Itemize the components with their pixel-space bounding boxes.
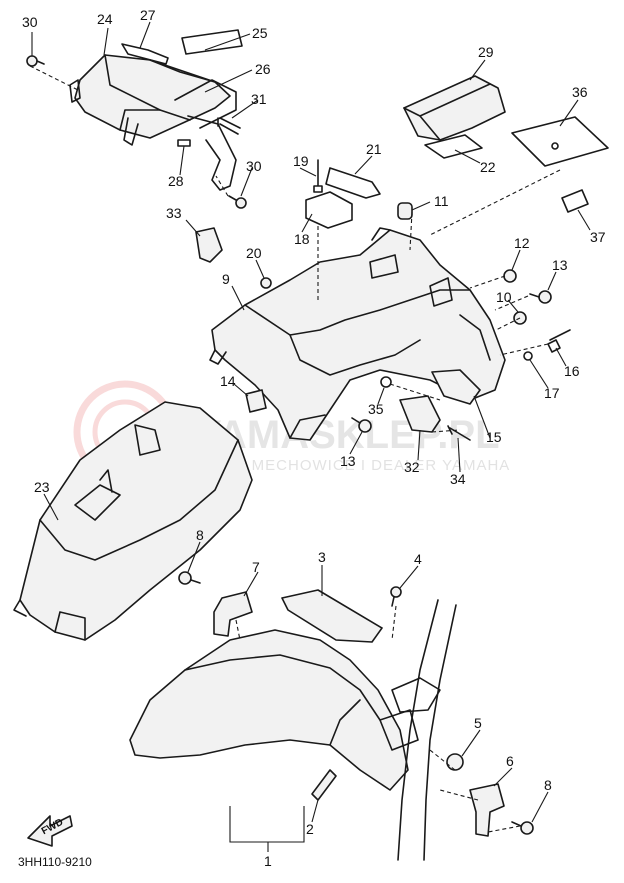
callout-26: 26 xyxy=(255,61,271,77)
part-decal-25 xyxy=(181,29,243,55)
callout-28: 28 xyxy=(168,173,184,189)
part-rear-fender-9 xyxy=(209,227,506,441)
part-bracket-26 xyxy=(174,79,237,129)
part-clip-14 xyxy=(245,389,267,413)
part-clamp-18 xyxy=(305,191,353,229)
part-bracket-21 xyxy=(325,167,381,199)
callout-18: 18 xyxy=(294,231,310,247)
watermark: YAMASKLEP.PL WOJ. MECHOWICE I DEALER YAM… xyxy=(73,380,510,484)
callout-29: 29 xyxy=(478,44,494,60)
callout-12: 12 xyxy=(514,235,530,251)
part-fork xyxy=(379,599,457,861)
callout-16: 16 xyxy=(564,363,580,379)
part-bracket-6 xyxy=(469,783,505,837)
callout-2: 2 xyxy=(306,821,314,837)
callout-5: 5 xyxy=(474,715,482,731)
part-nut-20 xyxy=(260,277,272,289)
part-front-fender-1 xyxy=(129,629,409,791)
fwd-arrow-icon: FWD xyxy=(27,815,73,847)
callout-31: 31 xyxy=(251,91,267,107)
callout-24: 24 xyxy=(97,11,113,27)
callout-6: 6 xyxy=(506,753,514,769)
callout-23: 23 xyxy=(34,479,50,495)
callout-11: 11 xyxy=(434,193,449,209)
part-bracket-32 xyxy=(399,395,441,433)
part-bolt-8-left xyxy=(178,571,201,585)
callout-27: 27 xyxy=(140,7,156,23)
part-clip-33 xyxy=(195,227,223,263)
callout-35: 35 xyxy=(368,401,384,417)
callout-7: 7 xyxy=(252,559,260,575)
callout-20: 20 xyxy=(246,245,262,261)
diagram-code: 3HH110-9210 xyxy=(18,855,92,869)
callout-15: 15 xyxy=(486,429,502,445)
part-brace-3 xyxy=(281,589,383,643)
part-seat-cowl-29 xyxy=(403,75,506,141)
part-pin-28 xyxy=(177,139,191,147)
callout-37: 37 xyxy=(590,229,606,245)
part-grommet-11 xyxy=(397,202,413,220)
callout-8-left: 8 xyxy=(196,527,204,543)
callout-14: 14 xyxy=(220,373,236,389)
part-washer-35 xyxy=(380,376,392,388)
callout-10: 10 xyxy=(496,289,512,305)
part-bolt-30-top xyxy=(26,55,45,67)
callout-4: 4 xyxy=(414,551,422,567)
part-bolt-16 xyxy=(547,329,571,353)
callout-22: 22 xyxy=(480,159,496,175)
part-37 xyxy=(561,189,589,213)
callout-8-right: 8 xyxy=(544,777,552,793)
part-bolt-13-lower xyxy=(351,417,372,433)
callout-19: 19 xyxy=(293,153,309,169)
callout-34: 34 xyxy=(450,471,466,487)
callout-9: 9 xyxy=(222,271,230,287)
callout-1: 1 xyxy=(264,853,272,869)
part-bolt-13-right xyxy=(529,290,552,304)
part-bracket-7 xyxy=(213,591,253,637)
part-inner-fender-23 xyxy=(13,401,253,641)
callout-13-right: 13 xyxy=(552,257,568,273)
callout-25: 25 xyxy=(252,25,268,41)
part-pad-36 xyxy=(511,116,609,167)
callout-36: 36 xyxy=(572,84,588,100)
part-bolt-8-right xyxy=(511,821,534,835)
part-bolt-30-mid xyxy=(228,195,247,209)
callout-33: 33 xyxy=(166,205,182,221)
part-hook xyxy=(187,115,237,191)
part-pad-36-hole xyxy=(551,142,559,150)
watermark-brand: YAMASKLEP.PL xyxy=(195,413,500,457)
callout-numbers: 30 24 27 25 26 31 28 30 29 22 36 37 21 1… xyxy=(22,7,606,869)
callout-30-mid: 30 xyxy=(246,158,262,174)
callout-13-lower: 13 xyxy=(340,453,356,469)
part-rear-cowl xyxy=(69,54,231,146)
callout-3: 3 xyxy=(318,549,326,565)
part-cap-5 xyxy=(446,753,464,771)
part-reflector-2 xyxy=(311,769,337,801)
dash-lines xyxy=(29,65,561,833)
part-bolt-19 xyxy=(313,159,323,193)
part-pad-22 xyxy=(424,134,483,159)
callout-30-top: 30 xyxy=(22,14,38,30)
part-bolt-4 xyxy=(390,586,402,607)
part-strip-27 xyxy=(121,43,169,65)
watermark-tagline: WOJ. MECHOWICE I DEALER YAMAHA xyxy=(205,457,510,474)
part-reflector-15 xyxy=(431,369,481,405)
part-nut-12 xyxy=(503,269,517,283)
part-washer-17 xyxy=(523,351,533,361)
leader-lines xyxy=(31,21,591,852)
callout-21: 21 xyxy=(366,141,382,157)
callout-32: 32 xyxy=(404,459,420,475)
callout-17: 17 xyxy=(544,385,560,401)
